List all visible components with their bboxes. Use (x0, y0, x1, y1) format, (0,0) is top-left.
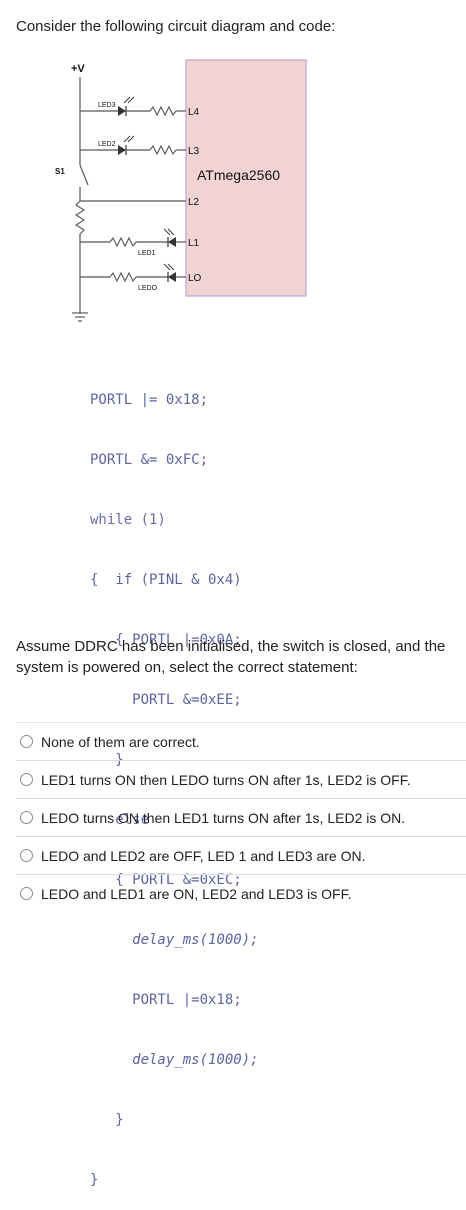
option-label: LEDO and LED1 are ON, LED2 and LED3 is O… (41, 885, 352, 902)
option-2[interactable]: LED1 turns ON then LEDO turns ON after 1… (16, 760, 466, 798)
option-1[interactable]: None of them are correct. (16, 722, 466, 760)
radio-button[interactable] (20, 849, 33, 862)
mcu-label: ATmega2560 (197, 167, 280, 183)
light-arrows-icon (123, 96, 175, 271)
mcu-block (185, 59, 307, 297)
pin-l1-label: L1 (188, 238, 200, 249)
radio-button[interactable] (20, 811, 33, 824)
radio-button[interactable] (20, 773, 33, 786)
radio-button[interactable] (20, 887, 33, 900)
led0-diode-icon (168, 272, 176, 282)
answer-options: None of them are correct. LED1 turns ON … (16, 722, 466, 912)
option-label: None of them are correct. (41, 733, 200, 750)
pin-l3-label: L3 (188, 146, 200, 157)
switch-label: S1 (55, 167, 65, 176)
code-line: } (90, 1112, 124, 1128)
option-label: LEDO and LED2 are OFF, LED 1 and LED3 ar… (41, 847, 366, 864)
code-line: { PORTL &=0xEC; (90, 872, 242, 888)
led0-label: LEDO (138, 285, 158, 292)
circuit-diagram: ATmega2560 +V LED3 L4 LED2 L3 S1 L2 LED1… (55, 59, 307, 322)
led1-diode-icon (168, 237, 176, 247)
option-3[interactable]: LEDO turns ON then LED1 turns ON after 1… (16, 798, 466, 836)
pin-l4-label: L4 (188, 107, 200, 118)
code-line: PORTL |= 0x18; (90, 392, 209, 408)
led1-label: LED1 (138, 250, 156, 257)
led3-label: LED3 (98, 102, 116, 109)
supply-label: +V (71, 63, 85, 75)
code-line: { PORTL |=0x0A; (90, 632, 242, 648)
code-line: delay_ms(1000); (90, 932, 259, 948)
led2-diode-icon (118, 145, 126, 155)
option-5[interactable]: LEDO and LED1 are ON, LED2 and LED3 is O… (16, 874, 466, 912)
ground-icon (72, 312, 88, 322)
code-line: delay_ms(1000); (90, 1052, 259, 1068)
resistor-l4-icon (149, 105, 177, 117)
pulldown-resistor-icon (74, 200, 86, 235)
option-4[interactable]: LEDO and LED2 are OFF, LED 1 and LED3 ar… (16, 836, 466, 874)
option-label: LEDO turns ON then LED1 turns ON after 1… (41, 809, 406, 826)
question-assumption: Assume DDRC has been initialised, the sw… (16, 638, 446, 676)
code-line: while (1) (90, 512, 166, 528)
resistor-l1-icon (109, 236, 137, 248)
pin-l2-label: L2 (188, 197, 200, 208)
code-line: PORTL |=0x18; (90, 992, 242, 1008)
led2-label: LED2 (98, 141, 116, 148)
code-line: PORTL &= 0xFC; (90, 452, 209, 468)
code-line: } (90, 1172, 99, 1188)
code-line: else (90, 812, 150, 828)
radio-button[interactable] (20, 735, 33, 748)
resistor-l3-icon (149, 144, 177, 156)
question-prompt: Consider the following circuit diagram a… (16, 18, 336, 35)
code-line: { if (PINL & 0x4) (90, 572, 242, 588)
switch-s1-icon (79, 164, 89, 186)
led3-diode-icon (118, 106, 126, 116)
pin-l0-label: LO (188, 273, 202, 284)
resistor-l0-icon (109, 271, 137, 283)
option-label: LED1 turns ON then LEDO turns ON after 1… (41, 771, 411, 788)
code-line: PORTL &=0xEE; (90, 692, 242, 708)
